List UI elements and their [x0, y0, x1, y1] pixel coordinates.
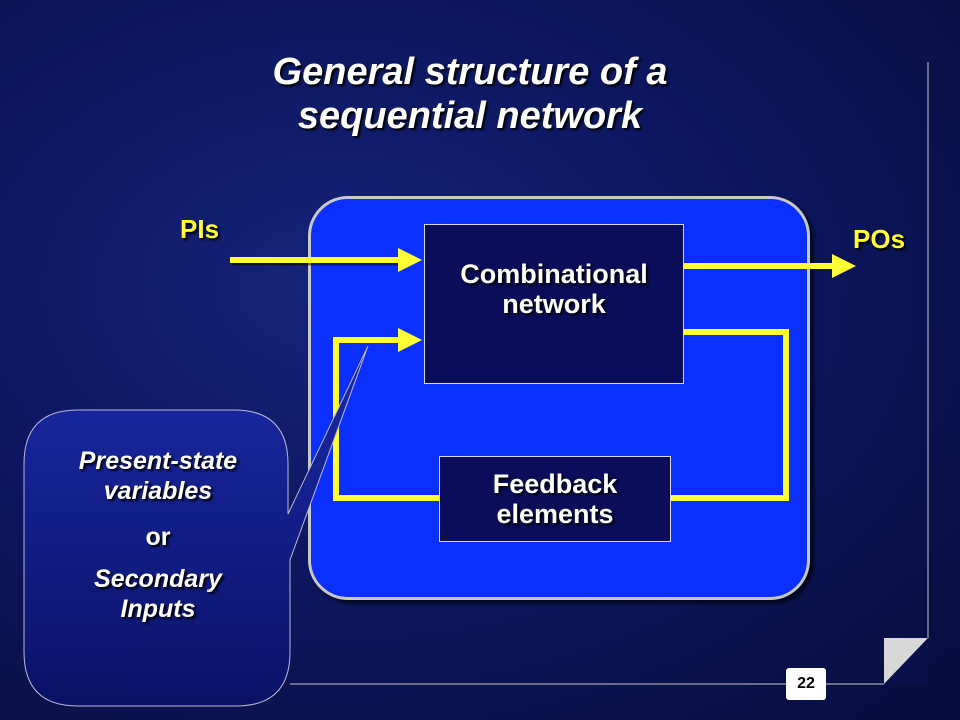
callout-text: Present-state variables or Secondary Inp…	[30, 446, 286, 624]
primary-output-arrowhead	[832, 254, 856, 278]
page-curl-shadow	[884, 638, 928, 684]
primary-input-arrowhead	[398, 248, 422, 272]
callout-bubble	[23, 345, 369, 707]
primary-inputs-label: PIs	[180, 214, 220, 244]
primary-outputs-label: POs	[853, 224, 906, 254]
feedback-elements-block: Feedback elements	[439, 456, 671, 542]
feedback-wire-out	[671, 329, 789, 501]
title-line-1: General structure of a	[272, 51, 668, 93]
callout-line-1: Present-state	[78, 447, 238, 475]
callout-line-2: variables	[103, 477, 213, 505]
feedback-arrowhead	[398, 328, 422, 352]
page-title: General structure of a sequential networ…	[160, 50, 780, 138]
feedback-block-line-1: Feedback	[492, 469, 618, 499]
callout-connector: or	[145, 523, 171, 551]
feedback-block-line-2: elements	[496, 499, 614, 529]
callout-line-4: Inputs	[120, 595, 196, 623]
combinational-block-line-1: Combinational	[460, 259, 648, 289]
combinational-block-line-2: network	[502, 289, 606, 319]
page-number: 22	[786, 668, 826, 700]
title-line-2: sequential network	[297, 95, 643, 137]
callout-line-3: Secondary	[94, 565, 222, 593]
combinational-network-block: Combinational network	[424, 224, 684, 384]
